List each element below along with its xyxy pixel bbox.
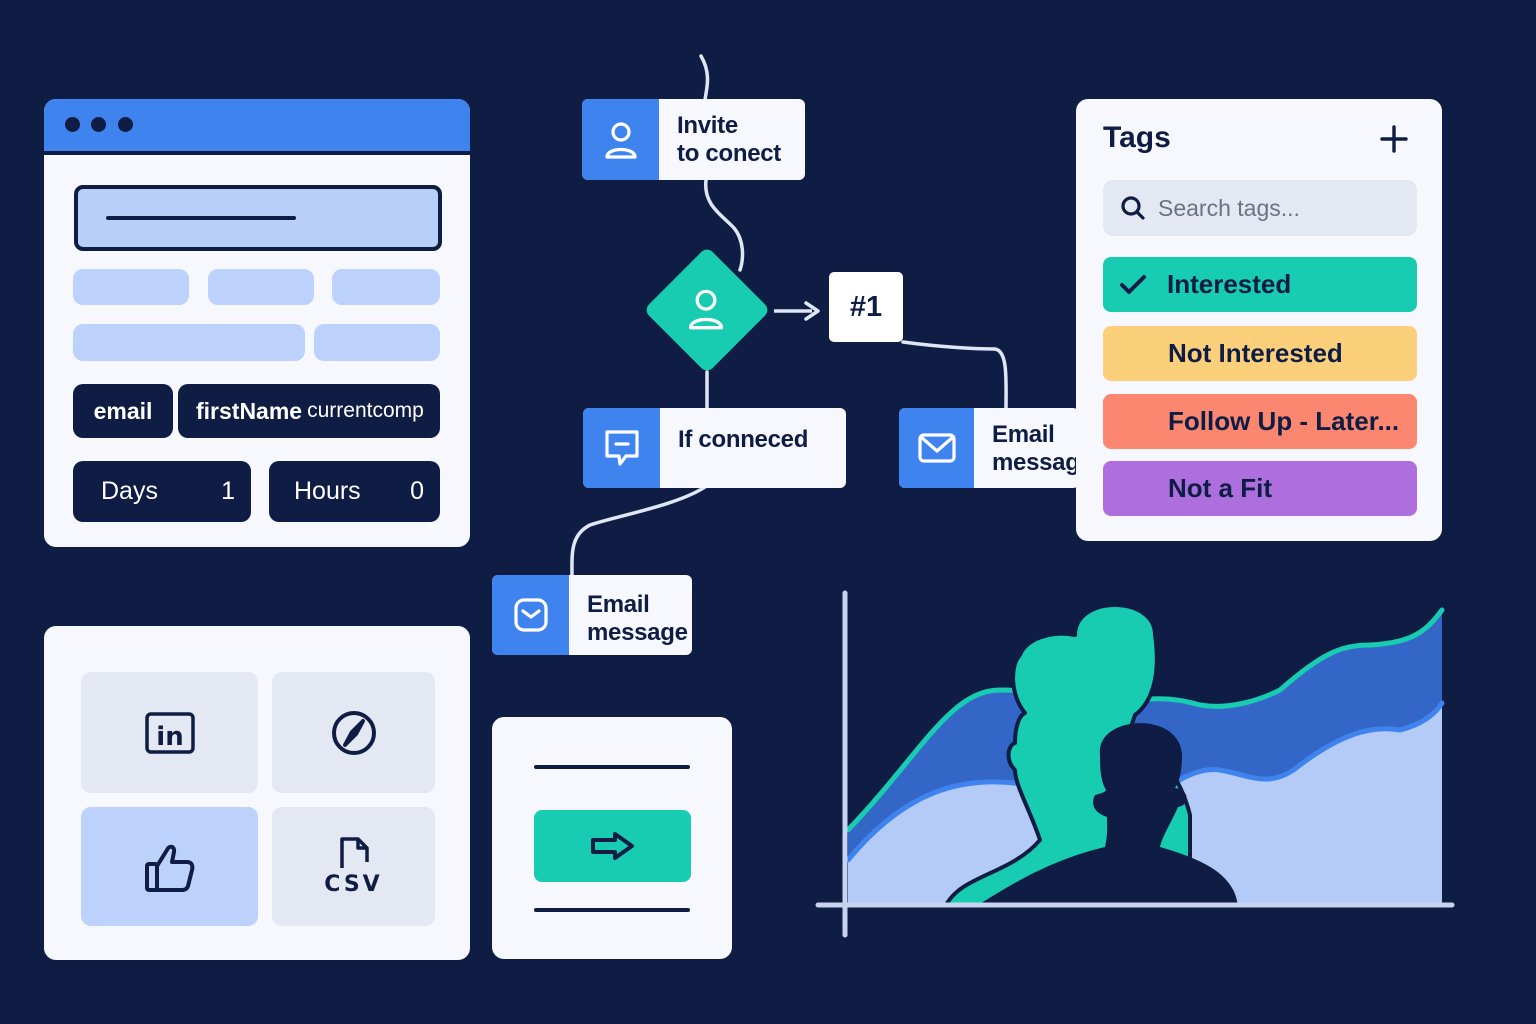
divider — [534, 908, 690, 912]
placeholder-field — [73, 324, 305, 361]
divider — [534, 765, 690, 769]
sequence-builder-window: email firstName currentcomp Days 1 Hours… — [44, 99, 470, 547]
chart-line-series-2 — [845, 700, 1445, 863]
source-tile-likes[interactable] — [81, 807, 258, 926]
delay-hours-label: Hours — [294, 477, 361, 505]
delay-hours-value: 0 — [410, 477, 424, 505]
delay-days-field[interactable]: Days 1 — [73, 461, 251, 522]
tag-not-a-fit[interactable]: Not a Fit — [1103, 461, 1417, 516]
variable-chip-label: email — [93, 397, 153, 424]
tag-not-interested[interactable]: Not Interested — [1103, 326, 1417, 381]
action-card — [492, 717, 732, 959]
input-text-line — [106, 216, 296, 220]
user-icon — [688, 289, 724, 330]
source-tile-linkedin[interactable]: in — [81, 672, 258, 793]
step-number-badge: #1 — [829, 272, 903, 342]
placeholder-field — [208, 269, 314, 305]
flow-node-title: Invite — [677, 112, 738, 139]
tag-interested[interactable]: Interested — [1103, 257, 1417, 312]
variable-chip-company: currentcomp — [307, 399, 424, 422]
tag-label: Not Interested — [1168, 338, 1343, 368]
tag-label: Interested — [1167, 269, 1292, 299]
tags-search-placeholder: Search tags... — [1158, 194, 1300, 221]
message-icon — [583, 408, 660, 488]
arrow-right-icon — [590, 832, 634, 860]
flow-node-invite[interactable]: Invite to conect — [582, 99, 805, 180]
flow-node-subtitle: to conect — [677, 140, 781, 167]
tag-label: Not a Fit — [1168, 473, 1272, 503]
window-maximize-dot[interactable] — [118, 117, 133, 132]
placeholder-field — [314, 324, 440, 361]
placeholder-field — [332, 269, 440, 305]
add-tag-icon[interactable] — [1376, 121, 1412, 157]
csv-label: CSV — [324, 872, 383, 897]
delay-days-label: Days — [101, 477, 158, 505]
flow-node-if-connected[interactable]: If conneced — [583, 408, 846, 488]
user-icon — [582, 99, 659, 180]
next-button[interactable] — [534, 810, 691, 882]
flow-node-title: If conneced — [678, 426, 809, 453]
window-minimize-dot[interactable] — [91, 117, 106, 132]
variable-chip-firstname[interactable]: firstName currentcomp — [178, 384, 440, 438]
flow-node-title: Email — [587, 591, 650, 618]
variable-chip-label: firstName — [196, 397, 303, 424]
placeholder-field — [73, 269, 189, 305]
delay-hours-field[interactable]: Hours 0 — [269, 461, 440, 522]
tags-title: Tags — [1103, 121, 1171, 154]
flow-node-email-right[interactable]: Email message — [899, 408, 1079, 488]
flow-node-title: Email — [992, 421, 1055, 448]
csv-file-icon — [339, 837, 369, 868]
search-icon — [1121, 196, 1145, 220]
tag-label: Follow Up - Later... — [1168, 406, 1400, 436]
source-tile-compass[interactable] — [272, 672, 435, 793]
thumbs-up-icon — [144, 844, 194, 892]
lead-sources-card: in CSV — [44, 626, 470, 960]
mail-icon — [492, 575, 569, 655]
window-close-dot[interactable] — [65, 117, 80, 132]
chart-line-series-1 — [845, 607, 1445, 833]
linkedin-icon: in — [144, 711, 195, 754]
source-tile-csv[interactable]: CSV — [272, 807, 435, 926]
svg-text:in: in — [156, 722, 183, 752]
flow-node-email-bottom[interactable]: Email message — [492, 575, 692, 655]
flow-node-subtitle: message — [587, 619, 688, 646]
tags-panel: Tags Search tags... Interested Not Inter… — [1076, 99, 1442, 541]
flow-node-subtitle: message — [992, 449, 1079, 476]
variable-chip-email[interactable]: email — [73, 384, 173, 438]
mail-icon — [899, 408, 974, 488]
message-input[interactable] — [74, 185, 442, 251]
tags-search-input[interactable]: Search tags... — [1103, 180, 1417, 236]
window-title-bar — [44, 99, 470, 155]
compass-icon — [331, 710, 376, 755]
delay-days-value: 1 — [221, 477, 235, 505]
tag-follow-up-later[interactable]: Follow Up - Later... — [1103, 394, 1417, 449]
checkmark-icon — [1120, 275, 1146, 294]
growth-chart-illustration — [815, 590, 1455, 938]
person-silhouette-navy — [975, 723, 1238, 907]
